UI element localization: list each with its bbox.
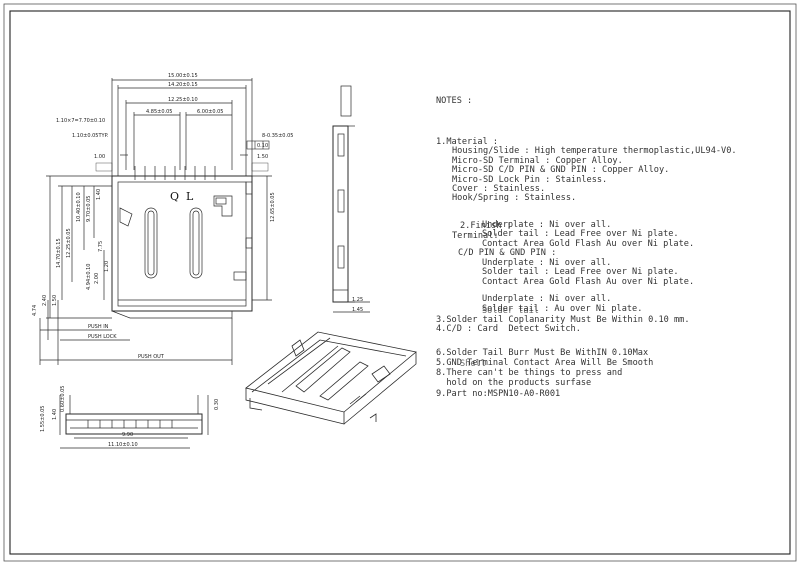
- dim-right-offset: 1.50: [257, 154, 268, 160]
- tolerance-frame: [246, 140, 270, 150]
- note-line: Micro-SD Lock Pin : Stainless.: [452, 174, 608, 185]
- note-line: 4.C/D : Card Detect Switch.: [436, 323, 581, 334]
- dim-v-240: 2.40: [42, 295, 48, 306]
- note-line: Contact Area Gold Flash Au over Ni plate…: [482, 276, 695, 287]
- front-dim-060: 0.60±0.05: [60, 386, 66, 412]
- dim-right-slot: 6.00±0.05: [197, 109, 223, 115]
- note-line: Terminal:: [452, 230, 499, 241]
- notes-block: NOTES : 1.Material :Housing/Slide : High…: [436, 96, 737, 398]
- inner-border: [9, 10, 791, 555]
- dim-v-slot: 10.40±0.10: [76, 192, 82, 222]
- note-line: 2.Finish :: [460, 220, 512, 231]
- side-dim-1: 1.25: [352, 297, 363, 303]
- note-line: hold on the products surfase: [436, 377, 592, 388]
- dim-v-474: 4.74: [32, 305, 38, 316]
- push-in-label: PUSH IN: [88, 324, 109, 330]
- dim-overall-width: 15.00±0.15: [168, 73, 198, 79]
- note-line: 8.There can't be things to press and: [436, 367, 623, 378]
- side-dim-2: 1.45: [352, 307, 363, 313]
- note-line: Housing/Slide : High temperature thermop…: [452, 145, 737, 156]
- section-letter-q: Q: [170, 190, 179, 203]
- top-view: [39, 78, 272, 365]
- isometric-view: [245, 331, 417, 425]
- dim-left-slot: 4.85±0.05: [146, 109, 172, 115]
- front-view: [59, 395, 209, 449]
- note-line: 3.Solder tail Coplanarity Must Be Within…: [436, 314, 690, 325]
- front-dim-990: 9.90: [122, 432, 133, 438]
- note-line: 9.Part no:MSPN10-A0-R001: [436, 388, 561, 399]
- dim-v-inner: 9.70±0.05: [86, 196, 92, 222]
- note-overlay: Shell: [460, 358, 486, 369]
- dim-left-offset: 1.00: [94, 154, 105, 160]
- dim-pin-pitch-total: 1.10×7=7.70±0.10: [56, 118, 105, 124]
- note-line: 1.Material :: [436, 136, 499, 147]
- side-view: [332, 85, 370, 313]
- note-line: Underplate : Ni over all.: [482, 293, 612, 304]
- dim-body-width: 14.20±0.15: [168, 82, 198, 88]
- section-letter-l: L: [186, 190, 194, 203]
- left-dimensions: 14.70±0.15 12.25±0.05 10.40±0.10 9.70±0.…: [32, 189, 276, 316]
- dim-tolerance: 0.10: [257, 143, 268, 149]
- dim-v-body: 12.25±0.05: [66, 228, 72, 258]
- note-line: Micro-SD C/D PIN & GND PIN : Copper Allo…: [452, 164, 670, 175]
- front-dim-1110: 11.10±0.10: [108, 442, 138, 448]
- notes-title: NOTES :: [436, 96, 473, 106]
- dim-v-small: 1.40: [96, 189, 102, 200]
- note-overlay: Solder tail: [482, 305, 539, 316]
- dim-v-right: 12.65±0.05: [270, 192, 276, 222]
- front-dim-155: 1.55±0.05: [40, 406, 46, 432]
- dim-v-mid: 7.75: [98, 241, 104, 252]
- push-lock-label: PUSH LOCK: [88, 334, 117, 340]
- note-line: 6.Solder Tail Burr Must Be WithIN 0.10Ma…: [436, 347, 649, 358]
- note-line: Solder tail : Lead Free over Ni plate.: [482, 266, 679, 277]
- note-line: Contact Area Gold Flash Au over Ni plate…: [482, 238, 695, 249]
- note-line: Hook/Spring : Stainless.: [452, 192, 577, 203]
- note-line: C/D PIN & GND PIN :: [458, 247, 557, 258]
- note-line: Solder tail : Lead Free over Ni plate.: [482, 228, 679, 239]
- note-line: Micro-SD Terminal : Copper Alloy.: [452, 155, 623, 166]
- front-dim-140: 1.40: [52, 409, 58, 420]
- note-line: Solder tail : Au over Ni plate.: [482, 303, 643, 314]
- dim-v-150: 1.50: [52, 295, 58, 306]
- dim-pin-pitch: 1.10±0.05TYP.: [72, 133, 109, 139]
- note-line: 5.GND Terminal Contact Area Will Be Smoo…: [436, 357, 654, 368]
- note-line: Underplate : Ni over all.: [482, 257, 612, 268]
- front-dim-030: 0.30: [214, 399, 220, 410]
- dim-v-lock: 4.94±0.10: [86, 264, 92, 290]
- outer-border: [3, 3, 797, 562]
- note-line: Underplate : Ni over all.: [482, 219, 612, 230]
- dim-v-2: 2.00: [94, 273, 100, 284]
- push-out-label: PUSH OUT: [138, 354, 165, 360]
- dim-v-overall: 14.70±0.15: [56, 238, 62, 268]
- dim-v-1: 1.20: [104, 261, 110, 272]
- note-line: Cover : Stainless.: [452, 183, 546, 194]
- dim-slot-span: 12.25±0.10: [168, 97, 198, 103]
- dim-pin-width: 8-0.35±0.05: [262, 133, 293, 139]
